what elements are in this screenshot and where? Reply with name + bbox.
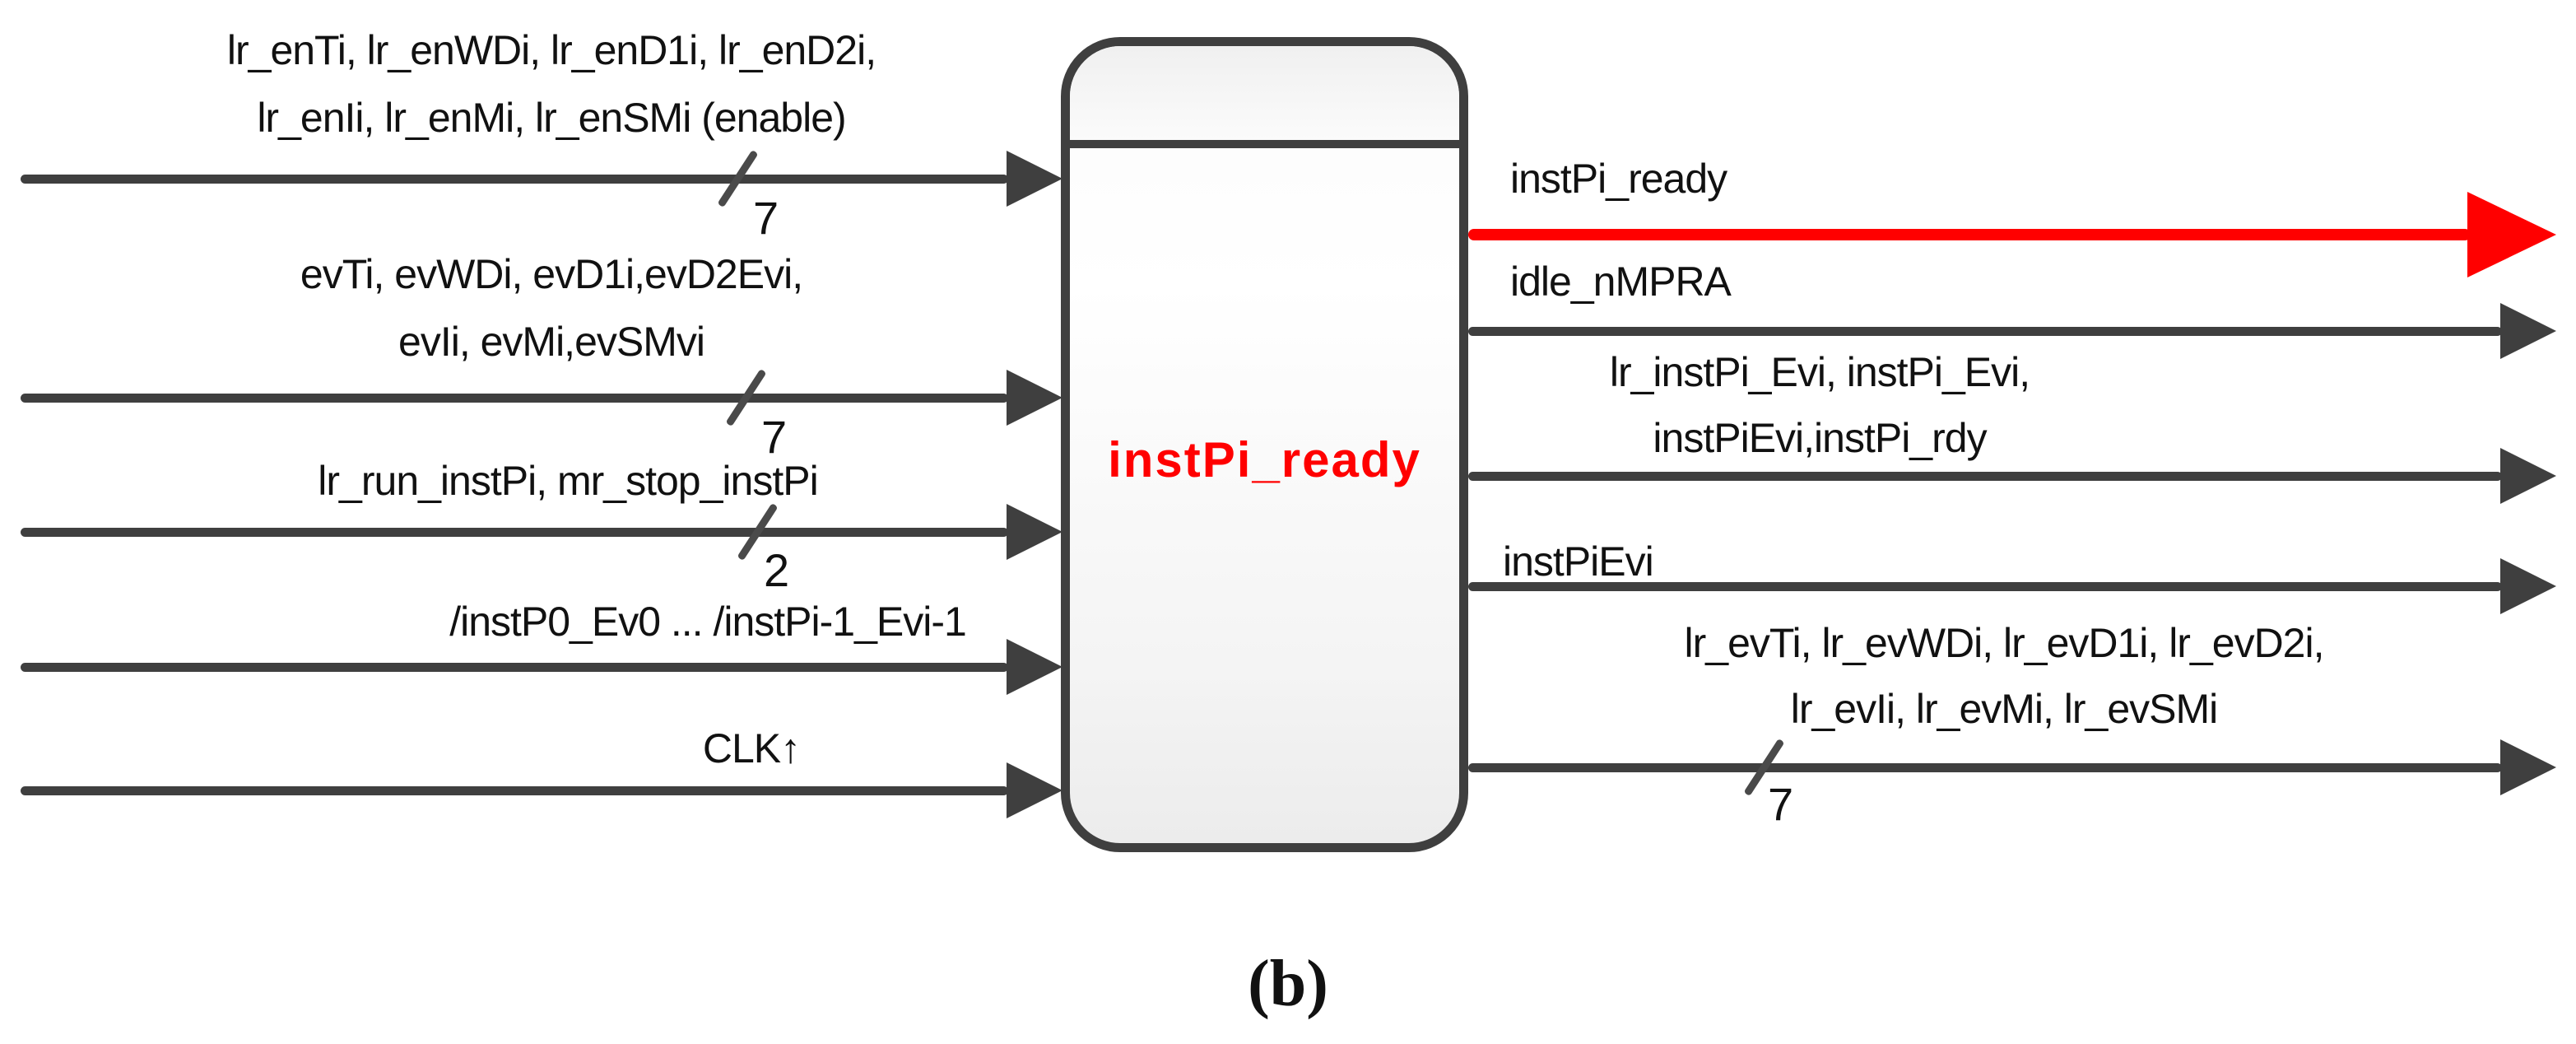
module-title: instPi_ready <box>1108 432 1421 487</box>
arrowhead-icon <box>1007 762 1062 818</box>
output-label-instpi-ready: instPi_ready <box>1510 145 1727 212</box>
input-wire-enable <box>21 175 1008 184</box>
arrowhead-icon <box>2500 448 2556 504</box>
arrowhead-icon <box>1007 370 1062 426</box>
input-wire-inst-events <box>21 663 1008 672</box>
arrowhead-icon <box>2500 303 2556 359</box>
arrowhead-icon <box>1007 504 1062 560</box>
output-wire-lr-ev-bus <box>1468 763 2502 772</box>
output-label-instpi-evi-group: lr_instPi_Evi, instPi_Evi, instPiEvi,ins… <box>1503 339 2137 471</box>
arrowhead-icon <box>2500 739 2556 795</box>
input-label-inst-events-line1: /instP0_Ev0 ... /instPi-1_Evi-1 <box>449 599 967 645</box>
bus-width-label: 7 <box>1768 778 1794 830</box>
bus-width-label: 7 <box>753 192 779 244</box>
output-label-lr-ev-bus: lr_evTi, lr_evWDi, lr_evD1i, lr_evD2i, l… <box>1506 610 2502 742</box>
output-label-instpievi: instPiEvi <box>1503 528 1654 595</box>
module-block: instPi_ready <box>1061 37 1468 852</box>
output-label-instpi-evi-group-line2: instPiEvi,instPi_rdy <box>1653 415 1987 461</box>
input-wire-events <box>21 394 1008 403</box>
output-label-instpi-evi-group-line1: lr_instPi_Evi, instPi_Evi, <box>1609 349 2030 395</box>
bus-width-label: 7 <box>761 411 788 463</box>
arrowhead-icon <box>2467 192 2556 277</box>
figure-caption: (b) <box>1248 948 1328 1020</box>
module-header <box>1070 46 1459 148</box>
input-label-run-stop-line1: lr_run_instPi, mr_stop_instPi <box>318 458 818 504</box>
input-label-events: evTi, evWDi, evD1i,evD2Evi, evIi, evMi,e… <box>29 240 1074 375</box>
output-wire-idle-nmpra <box>1468 327 2502 336</box>
output-label-instpievi-line1: instPiEvi <box>1503 538 1654 585</box>
output-label-idle-nmpra-line1: idle_nMPRA <box>1510 259 1732 305</box>
input-label-clk: CLK↑ <box>505 715 998 782</box>
input-label-inst-events: /instP0_Ev0 ... /instPi-1_Evi-1 <box>214 588 1202 655</box>
input-label-enable-line2: lr_enIi, lr_enMi, lr_enSMi (enable) <box>257 95 846 141</box>
arrowhead-icon <box>1007 151 1062 207</box>
arrowhead-icon <box>2500 558 2556 614</box>
arrowhead-icon <box>1007 639 1062 695</box>
input-label-enable: lr_enTi, lr_enWDi, lr_enD1i, lr_enD2i, l… <box>29 16 1074 151</box>
input-label-run-stop: lr_run_instPi, mr_stop_instPi <box>74 447 1062 515</box>
input-label-enable-line1: lr_enTi, lr_enWDi, lr_enD1i, lr_enD2i, <box>226 27 876 73</box>
input-label-clk-line1: CLK↑ <box>702 725 801 771</box>
output-label-lr-ev-bus-line2: lr_evIi, lr_evMi, lr_evSMi <box>1790 686 2219 732</box>
bus-width-label: 2 <box>764 544 790 596</box>
input-label-events-line1: evTi, evWDi, evD1i,evD2Evi, <box>300 251 803 297</box>
output-wire-instpi-evi-group <box>1468 472 2502 481</box>
input-label-events-line2: evIi, evMi,evSMvi <box>398 319 705 365</box>
output-label-idle-nmpra: idle_nMPRA <box>1510 248 1732 315</box>
input-wire-clk <box>21 786 1008 795</box>
output-wire-instpi-ready <box>1468 229 2471 240</box>
input-wire-run-stop <box>21 528 1008 537</box>
output-label-instpi-ready-line1: instPi_ready <box>1510 156 1727 202</box>
output-label-lr-ev-bus-line1: lr_evTi, lr_evWDi, lr_evD1i, lr_evD2i, <box>1684 620 2325 666</box>
output-wire-instpievi <box>1468 582 2502 591</box>
